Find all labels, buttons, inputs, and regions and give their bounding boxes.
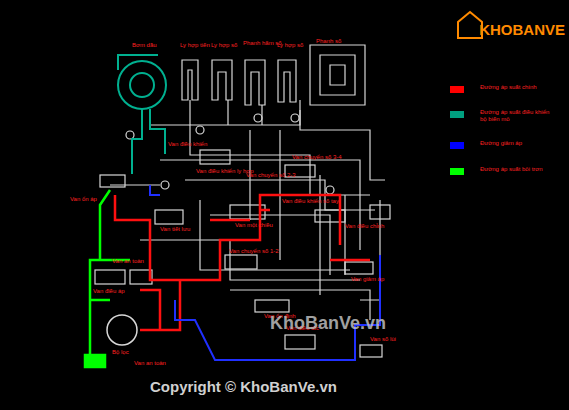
watermark: Copyright © KhoBanVe.vn — [150, 378, 337, 395]
part-label: Van tiết lưu — [160, 226, 190, 233]
part-label: Ly hợp tiến — [180, 42, 210, 49]
legend-swatch — [450, 86, 464, 93]
part-label: Van điều khiển — [168, 141, 207, 148]
legend-text: Đường áp suất bôi trơn — [480, 166, 550, 173]
part-label: Van điều chỉnh — [345, 223, 384, 230]
part-label: Van an toàn — [134, 360, 166, 367]
part-label: Van điều áp — [93, 288, 125, 295]
part-label: Van chuyển số 3-4 — [292, 154, 342, 161]
part-label: Van số lùi — [370, 336, 396, 343]
part-label: Phanh hãm số — [243, 40, 282, 47]
legend-text: Đường áp suất chính — [480, 84, 550, 91]
legend-text: Đường áp suất điều khiển bộ biến mô — [480, 109, 550, 123]
part-label: Van một chiều — [235, 222, 273, 229]
legend-text: Đường giảm áp — [480, 140, 550, 147]
part-label: Phanh số — [316, 38, 341, 45]
part-label: Van giảm áp — [351, 276, 384, 283]
watermark: KhoBanVe.vn — [270, 313, 386, 333]
part-label: Van điều khiển số tay — [282, 198, 339, 205]
part-label: Ly hợp số — [211, 42, 237, 49]
part-label: Bộ lọc — [112, 349, 129, 356]
legend-swatch — [450, 142, 464, 149]
part-label: Ly hợp số — [277, 42, 303, 49]
part-label: Van an toàn — [112, 258, 144, 265]
watermark: KHOBANVE — [479, 22, 565, 38]
part-label: Van chuyển số 2-3 — [246, 172, 296, 179]
part-label: Van điều khiển ly hợp — [196, 168, 254, 175]
part-label: Van ổn áp — [70, 196, 97, 203]
part-label: Van chuyển số 1-2 — [229, 248, 279, 255]
legend-swatch — [450, 111, 464, 118]
part-label: Bơm dầu — [132, 42, 157, 49]
legend-swatch — [450, 168, 464, 175]
